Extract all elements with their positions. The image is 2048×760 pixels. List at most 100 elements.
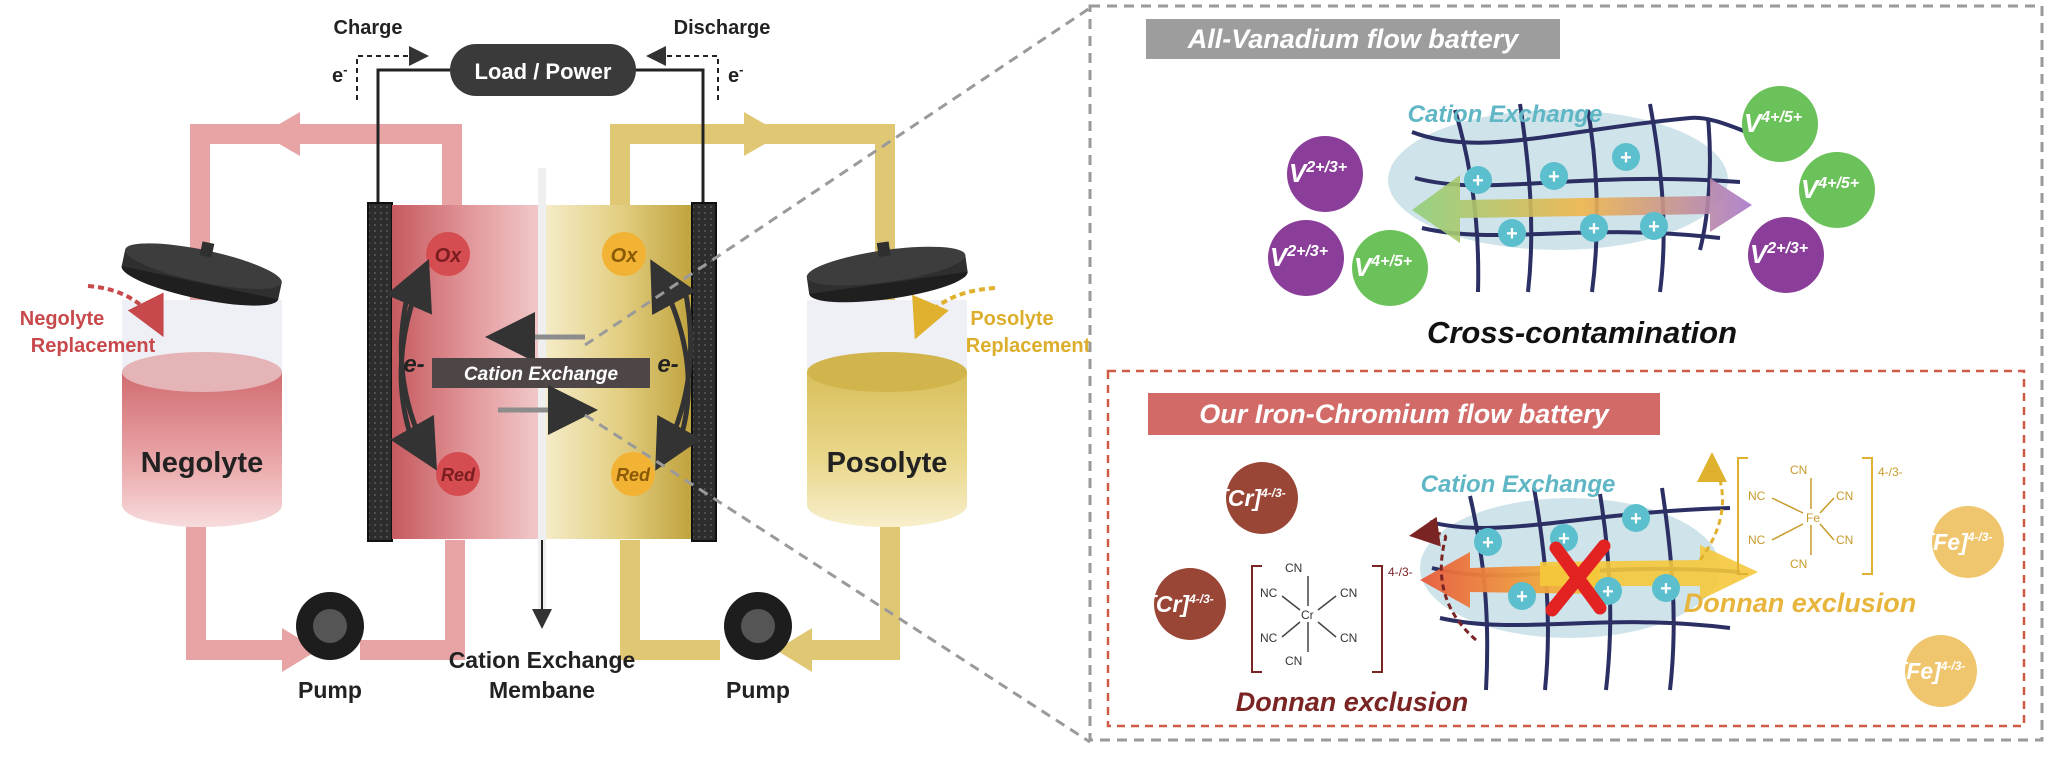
donnan-curve-left (1409, 516, 1477, 642)
svg-text:+: + (1630, 508, 1642, 530)
posolyte-label: Posolyte (827, 447, 948, 479)
cation-plus-icon: + (1652, 574, 1680, 602)
svg-text:Cr: Cr (1301, 608, 1314, 622)
membrane-label-line2: Membane (489, 677, 595, 703)
zoom-panel-frame (1088, 4, 2044, 742)
vanadium-panel: All-Vanadium flow battery Cation Exchang… (1146, 19, 1875, 350)
cation-plus-icon: + (1612, 143, 1640, 171)
zoom-line-bottom (584, 413, 1091, 744)
cation-plus-icon: + (1594, 577, 1622, 605)
svg-text:NC: NC (1260, 586, 1278, 600)
red-left-label: Red (441, 465, 476, 485)
svg-text:+: + (1602, 581, 1614, 603)
red-right-label: Red (616, 465, 651, 485)
red-right-circle (611, 452, 655, 496)
svg-text:+: + (1558, 528, 1570, 550)
cation-plus-icon: + (1640, 212, 1668, 240)
posolyte-replacement-line2: Replacement (966, 335, 1091, 357)
posolyte-replacement-line1: Posolyte (970, 308, 1053, 330)
svg-text:V4+/5+: V4+/5+ (1354, 252, 1412, 282)
v23-ion-2: V2+/3+ (1268, 220, 1344, 296)
svg-text:CN: CN (1790, 463, 1807, 477)
vanadium-banner-label: All-Vanadium flow battery (1187, 24, 1521, 54)
svg-text:V4+/5+: V4+/5+ (1744, 108, 1802, 138)
svg-text:+: + (1516, 586, 1528, 608)
svg-text:4-/3-: 4-/3- (1388, 565, 1413, 579)
fe-ion-2: [Fe]4-/3- (1898, 635, 1977, 707)
fe-ion-1: [Fe]4-/3- (1925, 506, 2004, 578)
pump-left-label: Pump (298, 677, 362, 703)
vanadium-cations: + + + + + + (1464, 143, 1668, 247)
posolyte-top-arrowhead (744, 112, 782, 156)
svg-text:V2+/3+: V2+/3+ (1270, 242, 1328, 272)
svg-text:+: + (1620, 147, 1632, 169)
ox-right-label: Ox (611, 245, 639, 267)
negolyte-tank (121, 241, 282, 527)
membrane (538, 168, 546, 613)
iron-chromium-banner (1148, 393, 1660, 435)
svg-text:+: + (1660, 578, 1672, 600)
fe-cyanide-complex: CN NC CN Fe NC CN CN 4-/3- (1737, 457, 1903, 575)
charge-arrow (356, 46, 429, 100)
posolyte-tank-cap (806, 241, 968, 303)
svg-text:4-/3-: 4-/3- (1878, 465, 1903, 479)
pump-left-icon (296, 592, 364, 660)
electron-right-label: e- (728, 62, 743, 87)
iron-chromium-panel: Our Iron-Chromium flow battery Cation Ex… (1106, 369, 2026, 728)
vanadium-exchange-arrow (1412, 175, 1752, 243)
v45-ion-3: V4+/5+ (1799, 152, 1875, 228)
svg-text:CN: CN (1836, 533, 1853, 547)
svg-text:+: + (1482, 532, 1494, 554)
pump-right-icon (724, 592, 792, 660)
svg-text:NC: NC (1260, 631, 1278, 645)
cation-plus-icon: + (1622, 504, 1650, 532)
discharge-arrow (646, 46, 719, 100)
svg-text:V2+/3+: V2+/3+ (1750, 239, 1808, 269)
negolyte-top-arrowhead (262, 112, 300, 156)
ox-left-label: Ox (435, 245, 463, 267)
svg-text:CN: CN (1340, 586, 1357, 600)
donnan-exclusion-left-label: Donnan exclusion (1236, 687, 1469, 717)
ironcr-cation-exchange-label: Cation Exchange (1421, 471, 1616, 498)
negolyte-pipes (186, 124, 465, 660)
negolyte-replacement-arrow (87, 284, 164, 338)
cation-plus-icon: + (1464, 166, 1492, 194)
external-circuit (376, 68, 705, 205)
cation-plus-icon: + (1580, 214, 1608, 242)
posolyte-tank (806, 241, 968, 527)
svg-text:V2+/3+: V2+/3+ (1289, 158, 1347, 188)
svg-text:CN: CN (1285, 654, 1302, 668)
svg-text:+: + (1648, 216, 1660, 238)
cation-plus-icon: + (1498, 219, 1526, 247)
redox-arrow-left-down (390, 284, 437, 471)
v45-ion-1: V4+/5+ (1352, 230, 1428, 306)
svg-text:CN: CN (1790, 557, 1807, 571)
negolyte-label: Negolyte (141, 447, 263, 479)
cr-ion-2: [Cr]4-/3- (1147, 568, 1226, 640)
negolyte-replacement-line1: Negolyte (20, 308, 104, 330)
v23-ion-1: V2+/3+ (1287, 136, 1363, 212)
svg-text:NC: NC (1748, 533, 1766, 547)
svg-text:+: + (1506, 223, 1518, 245)
ironcr-cations: + + + + + + (1474, 504, 1680, 610)
cell-cation-exchange-box (432, 358, 650, 388)
battery-schematic: Load / Power Charge Discharge e- e- Ox R… (20, 17, 1091, 703)
negative-electrode (367, 202, 393, 542)
electron-left-label: e- (332, 62, 347, 87)
svg-text:+: + (1588, 218, 1600, 240)
vanadium-banner (1146, 19, 1560, 59)
svg-text:[Fe]4-/3-: [Fe]4-/3- (1898, 658, 1966, 684)
svg-text:V4+/5+: V4+/5+ (1801, 174, 1859, 204)
svg-text:CN: CN (1340, 631, 1357, 645)
cr-ion-1: [Cr]4-/3- (1219, 462, 1298, 534)
vanadium-cation-exchange-label: Cation Exchange (1408, 101, 1603, 128)
charge-label: Charge (334, 17, 403, 39)
ox-right-circle (602, 232, 646, 276)
donnan-curve-right (1697, 452, 1728, 561)
iron-chromium-frame (1106, 369, 2026, 728)
iron-chromium-banner-label: Our Iron-Chromium flow battery (1199, 399, 1610, 429)
e-right-label: e- (657, 351, 678, 378)
posolyte-pump-arrowhead (776, 628, 812, 672)
svg-text:Fe: Fe (1806, 511, 1820, 525)
membrane-label-line1: Cation Exchange (449, 647, 636, 673)
